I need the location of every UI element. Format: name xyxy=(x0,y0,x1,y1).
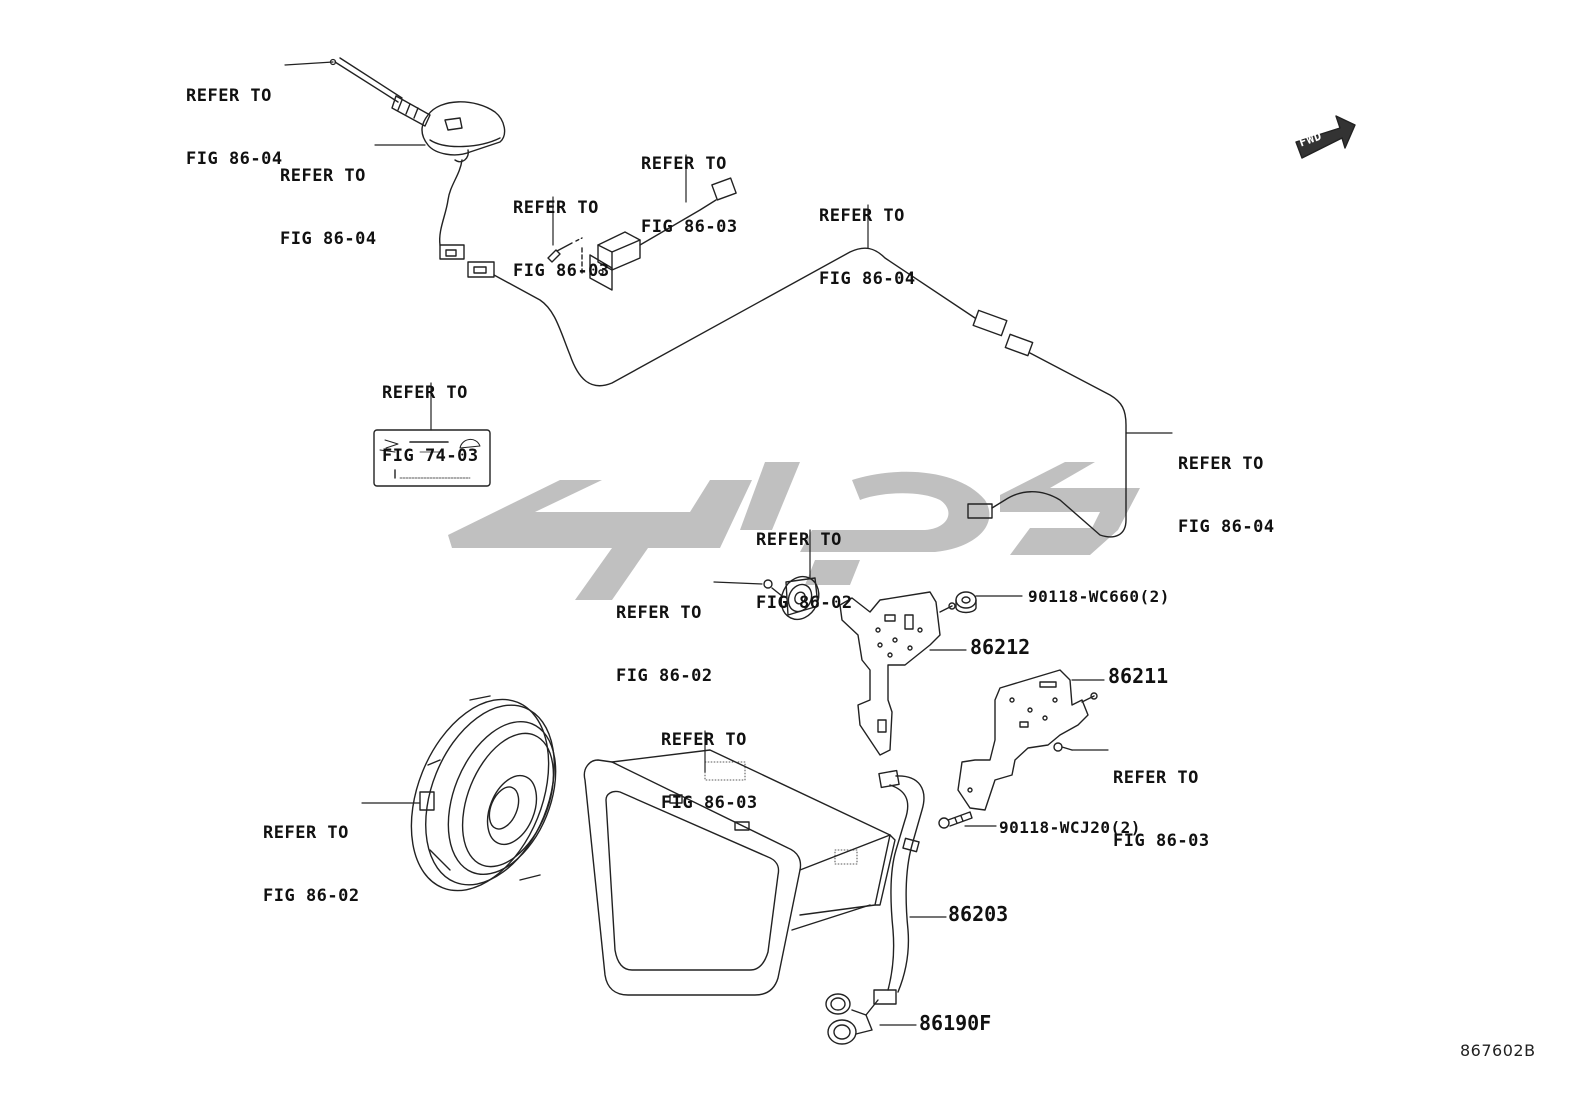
ref-label-card-line2: FIG 74-03 xyxy=(382,446,479,466)
part-screw: 90118-WCJ20(2) xyxy=(999,818,1141,837)
switch-connector xyxy=(711,177,737,201)
ref-cable-right-line1: REFER TO xyxy=(1178,454,1264,474)
connector-a xyxy=(439,244,465,260)
ref-cable-right-line2: FIG 86-04 xyxy=(1178,517,1275,537)
main-cable xyxy=(493,247,976,387)
watermark-logo xyxy=(448,462,1140,600)
part-nut: 90118-WC660(2) xyxy=(1028,587,1170,606)
ref-tweeter: REFER TO FIG 86-02 xyxy=(756,488,853,656)
connector-d xyxy=(1004,333,1034,357)
ref-antenna-base-line1: REFER TO xyxy=(280,166,366,186)
connector-b xyxy=(467,261,495,278)
ref-tweeter-screw-line2: FIG 86-02 xyxy=(616,666,713,686)
head-unit xyxy=(583,749,896,996)
speaker xyxy=(410,695,557,892)
ref-cable-right: REFER TO FIG 86-04 xyxy=(1178,412,1275,580)
ref-cable-top: REFER TO FIG 86-04 xyxy=(819,164,916,332)
ref-antenna-rod: REFER TO FIG 86-04 xyxy=(186,44,283,212)
screw-part xyxy=(938,811,973,829)
ref-antenna-rod-line1: REFER TO xyxy=(186,86,272,106)
right-cable xyxy=(991,352,1127,538)
connector-c xyxy=(972,309,1008,337)
ref-cable-top-line1: REFER TO xyxy=(819,206,905,226)
ref-antenna-base-line2: FIG 86-04 xyxy=(280,229,377,249)
ref-tweeter-line2: FIG 86-02 xyxy=(756,593,853,613)
ref-label-card-line1: REFER TO xyxy=(382,383,468,403)
ref-bracket-screw-line2: FIG 86-03 xyxy=(1113,831,1210,851)
ref-bracket-screw-line1: REFER TO xyxy=(1113,768,1199,788)
ref-screw-top: REFER TO FIG 86-03 xyxy=(513,156,610,324)
connector-e xyxy=(967,503,993,519)
fwd-arrow xyxy=(1295,115,1356,159)
ref-screw-top-line1: REFER TO xyxy=(513,198,599,218)
ref-antenna-rod-line2: FIG 86-04 xyxy=(186,149,283,169)
ref-screw-top-line2: FIG 86-03 xyxy=(513,261,610,281)
ref-cable-top-line2: FIG 86-04 xyxy=(819,269,916,289)
ref-speaker-line2: FIG 86-02 xyxy=(263,886,360,906)
bracket-screw-small xyxy=(1053,742,1073,752)
part-bracket-86211: 86211 xyxy=(1108,664,1169,688)
ref-tweeter-screw: REFER TO FIG 86-02 xyxy=(616,561,713,729)
switch-module xyxy=(581,231,641,291)
small-screw xyxy=(547,237,583,263)
antenna-rod xyxy=(334,57,431,127)
leader-lines xyxy=(284,58,1173,1026)
antenna-base xyxy=(421,101,506,163)
ref-tweeter-line1: REFER TO xyxy=(756,530,842,550)
ref-antenna-base: REFER TO FIG 86-04 xyxy=(280,124,377,292)
figure-code: 867602B xyxy=(1460,1041,1536,1060)
bracket-86211 xyxy=(957,669,1098,811)
harness-86203 xyxy=(873,769,925,1005)
part-harness-86203: 86203 xyxy=(948,902,1009,926)
usb-86190F xyxy=(825,993,879,1045)
bracket-86212 xyxy=(839,591,956,756)
ref-switch-top-line2: FIG 86-03 xyxy=(641,217,738,237)
antenna-cable xyxy=(438,159,463,246)
ref-head-unit-line1: REFER TO xyxy=(661,730,747,750)
ref-head-unit: REFER TO FIG 86-03 xyxy=(661,688,758,856)
ref-bracket-screw: REFER TO FIG 86-03 xyxy=(1113,726,1210,894)
ref-label-card: REFER TO FIG 74-03 xyxy=(382,341,479,509)
ref-switch-top: REFER TO FIG 86-03 xyxy=(641,112,738,280)
label-card xyxy=(373,429,491,487)
ref-speaker: REFER TO FIG 86-02 xyxy=(263,781,360,949)
part-bracket-86212: 86212 xyxy=(970,635,1031,659)
ref-head-unit-line2: FIG 86-03 xyxy=(661,793,758,813)
ref-speaker-line1: REFER TO xyxy=(263,823,349,843)
ref-tweeter-screw-line1: REFER TO xyxy=(616,603,702,623)
nut-part xyxy=(955,591,977,614)
ref-switch-top-line1: REFER TO xyxy=(641,154,727,174)
tweeter xyxy=(780,575,820,621)
switch-cable xyxy=(639,199,717,246)
part-usb-86190F: 86190F xyxy=(919,1011,992,1035)
tweeter-screw xyxy=(763,579,783,597)
